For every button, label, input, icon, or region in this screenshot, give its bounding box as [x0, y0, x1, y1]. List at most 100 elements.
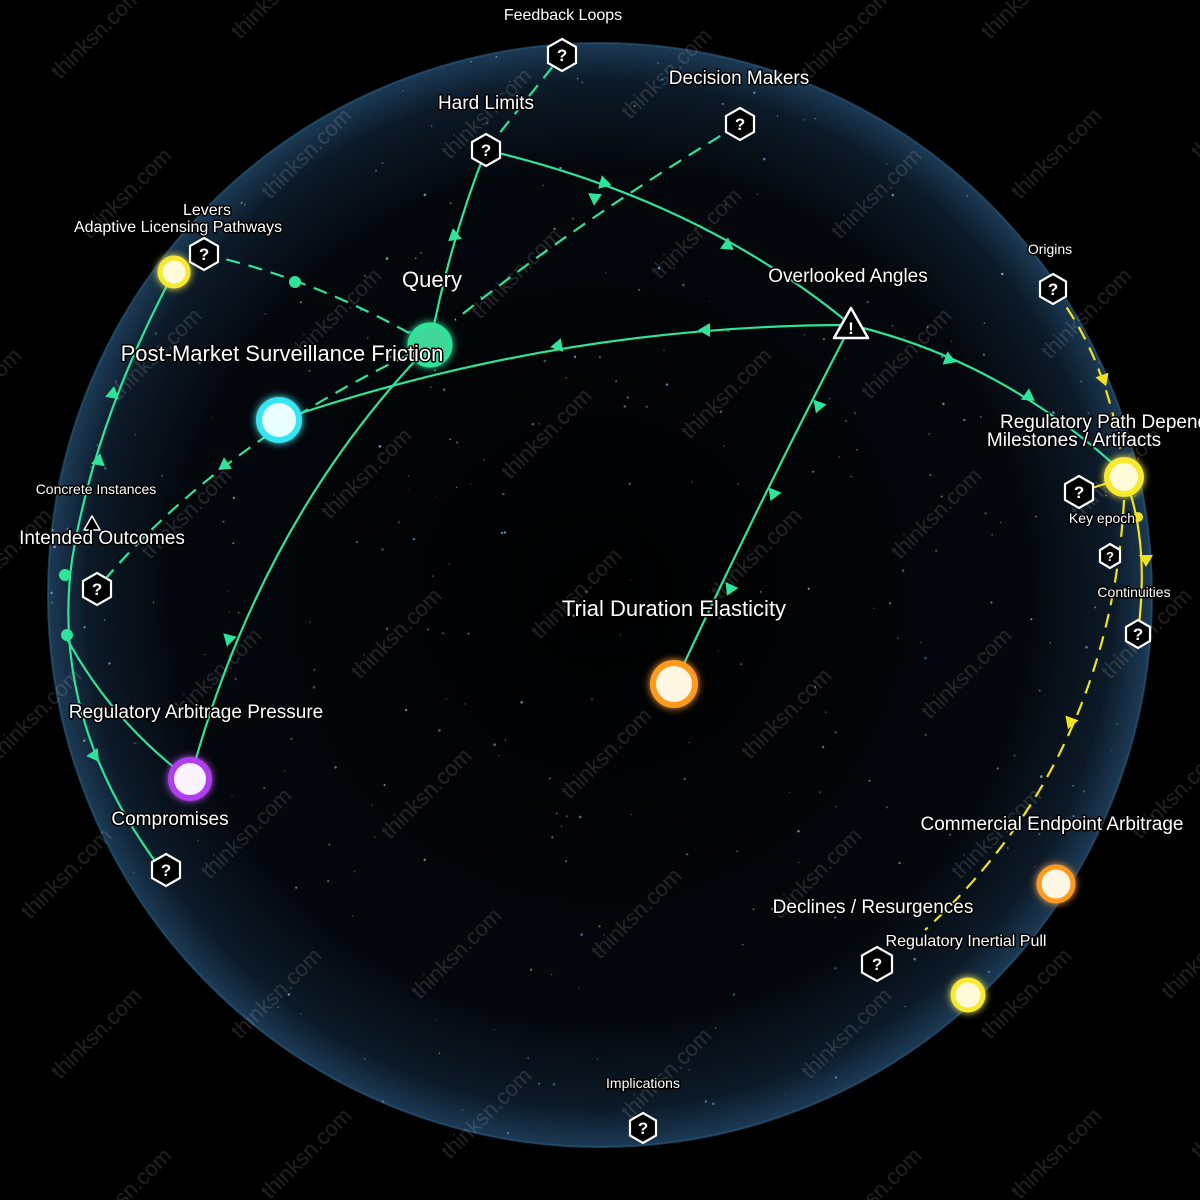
question-icon[interactable]: ?: [188, 236, 220, 272]
star-dot: [435, 1019, 438, 1021]
question-icon[interactable]: ?: [724, 106, 756, 142]
star-dot: [573, 355, 577, 358]
star-dot: [96, 444, 99, 446]
star-dot: [935, 549, 938, 552]
watermark-text: thinksn.com: [46, 983, 147, 1084]
star-dot: [551, 974, 553, 976]
star-dot: [1116, 921, 1118, 923]
star-dot: [543, 359, 547, 363]
star-dot: [1072, 815, 1075, 818]
junction-dot: [1133, 512, 1143, 522]
star-dot: [1049, 642, 1051, 644]
sphere-background: [47, 42, 1153, 1148]
hex-layer: ? ? ? ? ? ? ? ?: [81, 37, 1152, 1145]
star-dot: [1072, 784, 1074, 787]
star-dot: [1136, 749, 1138, 751]
node-trial-duration[interactable]: [650, 660, 698, 708]
star-dot: [86, 874, 90, 877]
star-dot: [721, 102, 724, 105]
star-dot: [565, 376, 567, 379]
star-dot: [381, 1100, 385, 1103]
star-dot: [197, 840, 199, 842]
star-dot: [831, 1049, 833, 1051]
warning-icon-small[interactable]: [83, 515, 101, 531]
star-dot: [920, 641, 922, 644]
star-dot: [228, 611, 230, 613]
star-dot: [661, 79, 664, 81]
star-dot: [555, 812, 558, 815]
node-inertial-pull[interactable]: [950, 977, 986, 1013]
question-icon[interactable]: ?: [1063, 474, 1095, 510]
star-dot: [529, 968, 533, 972]
star-dot: [483, 44, 486, 47]
star-dot: [1085, 645, 1088, 649]
star-dot: [442, 632, 445, 635]
star-dot: [147, 1087, 150, 1090]
edge-levers-query: [203, 252, 431, 346]
star-dot: [176, 96, 179, 99]
node-regulatory-arbitrage[interactable]: [168, 757, 212, 801]
node-commercial-endpoint[interactable]: [1036, 864, 1076, 904]
star-dot: [814, 117, 817, 120]
svg-text:?: ?: [1133, 625, 1143, 644]
question-icon[interactable]: ?: [546, 37, 578, 73]
question-icon[interactable]: ?: [628, 1111, 658, 1145]
svg-text:?: ?: [557, 46, 567, 65]
edge-overlooked-regpath: [850, 323, 1121, 471]
star-dot: [502, 101, 505, 103]
arrow-head: [91, 453, 105, 467]
question-icon[interactable]: ?: [81, 571, 113, 607]
svg-text:?: ?: [199, 245, 209, 264]
star-dot: [814, 686, 817, 688]
star-dot: [1104, 494, 1107, 497]
star-dot: [115, 380, 117, 383]
star-dot: [364, 1058, 366, 1060]
star-dot: [435, 1139, 438, 1142]
star-dot: [442, 388, 446, 392]
question-icon[interactable]: ?: [470, 132, 502, 168]
label-inertial-pull: Regulatory Inertial Pull: [886, 933, 1047, 950]
star-dot: [467, 632, 470, 635]
label-query: Query: [402, 267, 462, 292]
star-dot: [821, 745, 825, 749]
star-dot: [630, 813, 632, 816]
star-dot: [480, 295, 483, 299]
star-dot: [924, 656, 927, 660]
star-dot: [284, 770, 286, 772]
star-dot: [363, 274, 366, 277]
label-post-market: Post-Market Surveillance Friction: [121, 341, 444, 366]
star-dot: [822, 337, 826, 341]
svg-text:!: !: [848, 319, 854, 338]
star-dot: [628, 482, 631, 485]
node-adaptive-licensing[interactable]: [157, 255, 191, 289]
star-dot: [1062, 1084, 1065, 1087]
warning-icon[interactable]: !: [832, 306, 870, 340]
star-dot: [449, 438, 452, 441]
node-query[interactable]: [407, 322, 453, 368]
star-dot: [948, 52, 950, 54]
watermark-text: thinksn.com: [1006, 1103, 1107, 1200]
question-icon[interactable]: ?: [1098, 542, 1122, 570]
question-icon[interactable]: ?: [1038, 272, 1068, 306]
node-post-market[interactable]: [256, 397, 302, 443]
question-icon[interactable]: ?: [860, 945, 894, 983]
star-dot: [753, 91, 756, 95]
edge-regpath-declines: [924, 499, 1126, 931]
star-dot: [629, 579, 631, 581]
star-dot: [290, 737, 293, 741]
star-dot: [1049, 1079, 1052, 1083]
edge-hardlimits-feedback: [485, 54, 563, 151]
star-dot: [531, 422, 535, 426]
node-regulatory-path[interactable]: [1104, 457, 1144, 497]
star-dot: [926, 325, 929, 329]
star-dot: [232, 496, 236, 500]
watermark-text: thinksn.com: [226, 0, 327, 44]
star-dot: [591, 698, 593, 700]
question-icon[interactable]: ?: [1124, 618, 1152, 650]
star-dot: [309, 621, 311, 623]
star-dot: [1127, 406, 1130, 409]
label-hard-limits: Hard Limits: [438, 93, 534, 114]
question-icon[interactable]: ?: [150, 852, 182, 888]
star-dot: [134, 434, 137, 436]
edge-hardlimits-overlooked: [485, 148, 852, 326]
